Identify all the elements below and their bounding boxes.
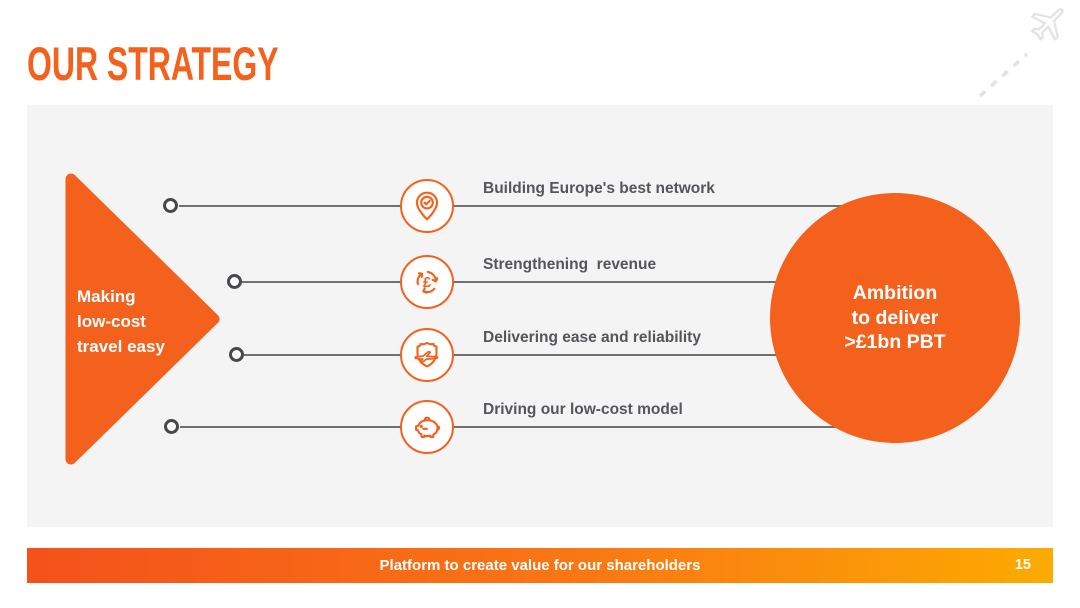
connector-line — [179, 205, 880, 207]
svg-text:£: £ — [423, 275, 432, 291]
node-circle — [163, 198, 178, 213]
ambition-circle: Ambition to deliver >£1bn PBT — [770, 193, 1020, 443]
ambition-line: Ambition — [852, 282, 938, 305]
page-title: OUR STRATEGY — [27, 37, 279, 90]
strategy-row-label: Building Europe's best network — [483, 180, 715, 197]
ambition-line: to deliver — [851, 306, 939, 329]
node-circle — [229, 347, 244, 362]
node-circle — [164, 419, 179, 434]
airplane-trail-icon — [978, 8, 1064, 98]
connector-line — [244, 354, 880, 356]
strategy-row-label: Delivering ease and reliability — [483, 329, 701, 346]
connector-line — [180, 426, 880, 428]
page-number: 15 — [1014, 557, 1031, 573]
ambition-circle-label: Ambition to deliver >£1bn PBT — [844, 281, 945, 355]
funnel-triangle — [65, 173, 220, 465]
funnel-label-line: low-cost — [77, 312, 146, 331]
strategy-panel: Making low-cost travel easy Building Eur… — [27, 105, 1053, 527]
footer-banner-label: Platform to create value for our shareho… — [379, 557, 701, 574]
strategy-row-label: Driving our low-cost model — [483, 401, 683, 418]
funnel-label-line: Making — [77, 287, 136, 306]
currency-cycle-icon: £ — [400, 255, 454, 309]
location-pin-check-icon — [400, 179, 454, 233]
ambition-line: >£1bn PBT — [844, 331, 946, 354]
footer-banner: Platform to create value for our shareho… — [27, 548, 1053, 583]
shield-plane-icon — [400, 328, 454, 382]
strategy-row-label: Strengthening revenue — [483, 256, 657, 273]
funnel-label-line: travel easy — [77, 337, 165, 356]
connector-line — [242, 281, 880, 283]
funnel-label: Making low-cost travel easy — [77, 284, 165, 359]
node-circle — [227, 274, 242, 289]
piggy-bank-icon — [400, 400, 454, 454]
